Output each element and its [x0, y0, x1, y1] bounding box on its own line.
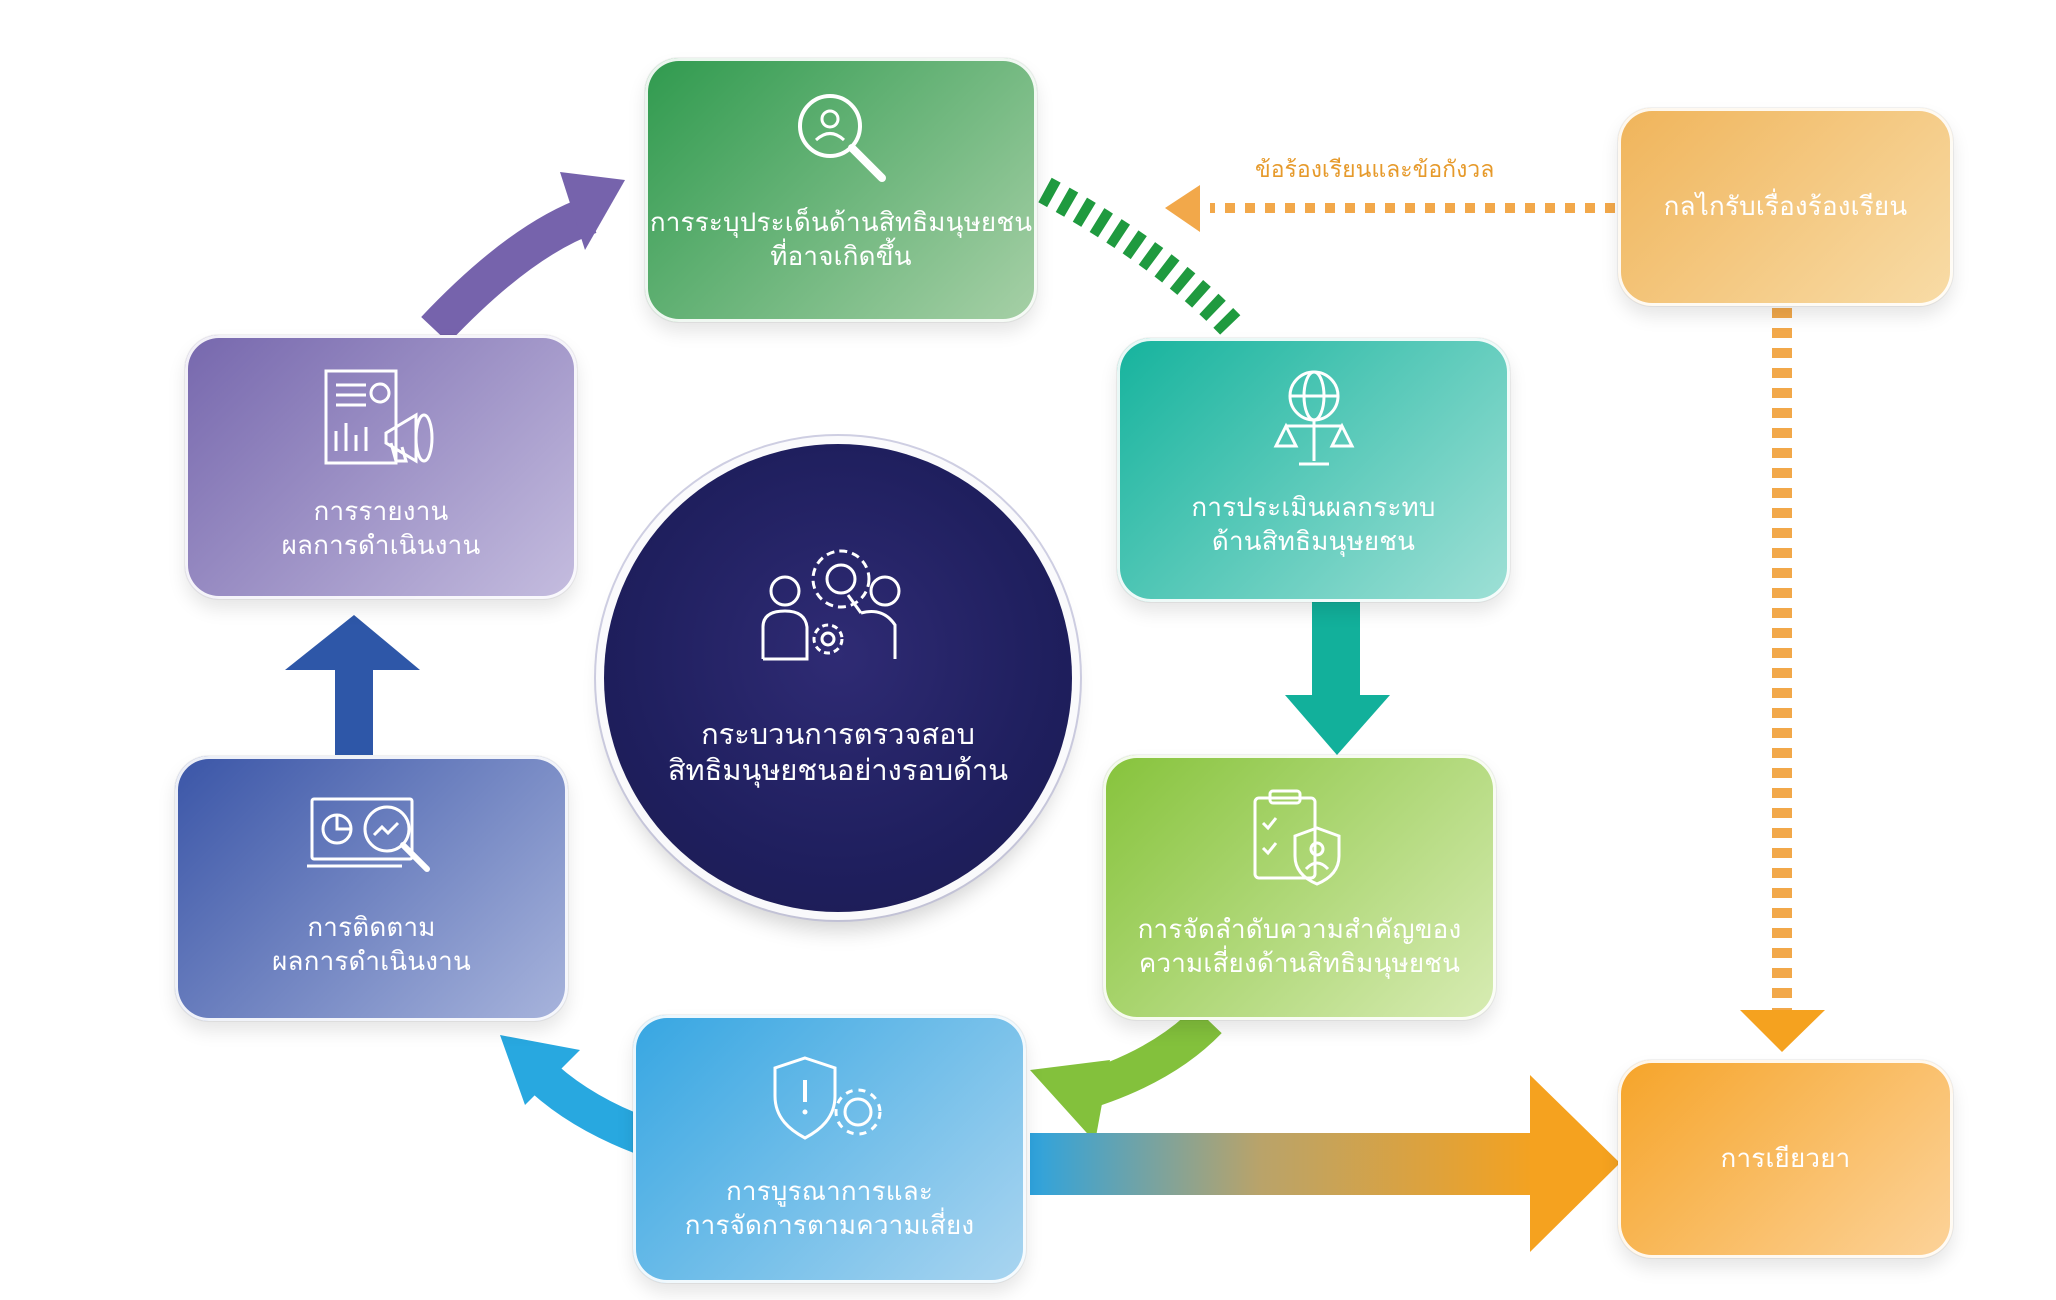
grievance-box: กลไกรับเรื่องร้องเรียน — [1618, 108, 1953, 306]
center-process-circle: กระบวนการตรวจสอบ สิทธิมนุษยชนอย่างรอบด้า… — [604, 444, 1072, 912]
center-line1: กระบวนการตรวจสอบ — [701, 717, 975, 751]
report-box: การรายงาน ผลการดำเนินงาน — [185, 335, 577, 599]
green-dashed-connector — [1038, 177, 1246, 340]
arrow-assess-to-prioritize-head — [1285, 695, 1390, 755]
globe-scales-icon — [1264, 366, 1364, 476]
integrate-box: การบูรณาการและ การจัดการตามความเสี่ยง — [633, 1015, 1026, 1283]
dotted-grievance-to-remedy-head — [1740, 1010, 1825, 1052]
arrow-integrate-to-monitor — [521, 1056, 647, 1153]
monitor-box: การติดตาม ผลการดำเนินงาน — [175, 756, 568, 1021]
complaints-label: ข้อร้องเรียนและข้อกังวล — [1255, 157, 1495, 183]
remedy-box: การเยียวยา — [1618, 1060, 1953, 1258]
gears-people-icon — [753, 539, 923, 689]
assess-line1: การประเมินผลกระทบ — [1191, 493, 1436, 523]
assess-line2: ด้านสิทธิมนุษยชน — [1211, 527, 1416, 557]
monitor-analytics-icon — [302, 791, 442, 891]
arrow-report-to-identify — [421, 197, 597, 344]
center-line2: สิทธิมนุษยชนอย่างรอบด้าน — [667, 753, 1009, 787]
identify-line1: การระบุประเด็นด้านสิทธิมนุษยชน — [649, 208, 1033, 238]
grievance-line1: กลไกรับเรื่องร้องเรียน — [1663, 192, 1908, 222]
assess-box: การประเมินผลกระทบ ด้านสิทธิมนุษยชน — [1117, 338, 1510, 602]
arrow-integrate-to-remedy-head — [1530, 1075, 1620, 1252]
dotted-grievance-to-identify-head — [1165, 185, 1200, 232]
arrow-monitor-to-report-head — [285, 615, 420, 670]
prioritize-line1: การจัดลำดับความสำคัญของ — [1137, 915, 1462, 945]
search-user-icon — [786, 82, 896, 192]
integrate-line2: การจัดการตามความเสี่ยง — [684, 1211, 975, 1241]
prioritize-line2: ความเสี่ยงด้านสิทธิมนุษยชน — [1138, 949, 1461, 979]
prioritize-box: การจัดลำดับความสำคัญของ ความเสี่ยงด้านสิ… — [1103, 755, 1496, 1020]
monitor-line1: การติดตาม — [307, 913, 436, 943]
identify-box: การระบุประเด็นด้านสิทธิมนุษยชน ที่อาจเกิ… — [645, 58, 1037, 322]
report-line2: ผลการดำเนินงาน — [281, 531, 481, 561]
report-megaphone-icon — [316, 363, 446, 473]
shield-gear-icon — [770, 1050, 890, 1150]
arrow-assess-to-prioritize-shaft — [1312, 600, 1360, 705]
monitor-line2: ผลการดำเนินงาน — [272, 947, 471, 977]
remedy-line1: การเยียวยา — [1720, 1144, 1851, 1174]
identify-line2: ที่อาจเกิดขึ้น — [770, 242, 912, 272]
integrate-line1: การบูรณาการและ — [725, 1177, 934, 1207]
arrow-integrate-to-remedy-shaft — [1030, 1133, 1540, 1195]
report-line1: การรายงาน — [313, 497, 449, 527]
checklist-shield-icon — [1245, 783, 1355, 893]
